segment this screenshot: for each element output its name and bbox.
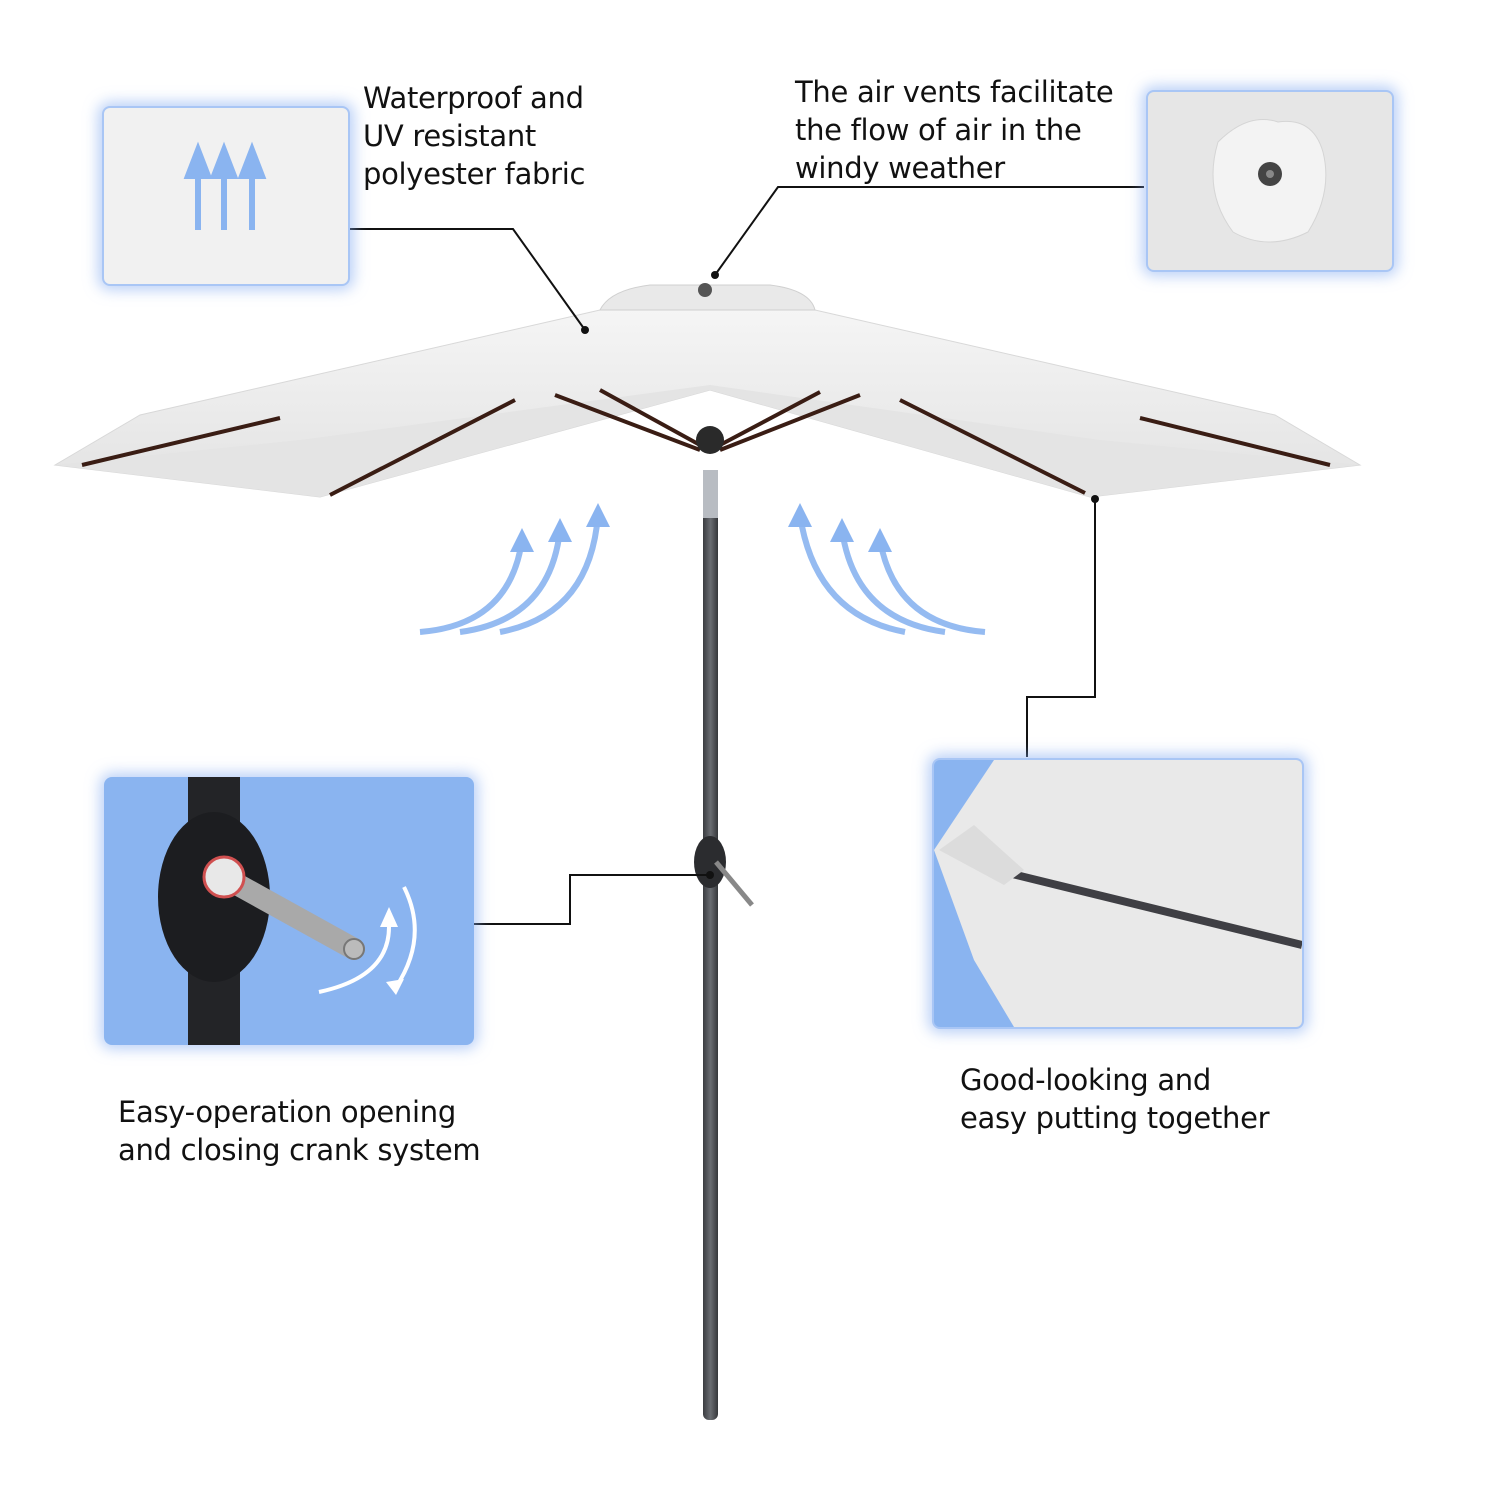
caption-line: the flow of air in the — [795, 113, 1082, 147]
caption-line: Good-looking and — [960, 1063, 1211, 1097]
caption-crank: Easy-operation opening and closing crank… — [118, 1093, 481, 1169]
caption-line: polyester fabric — [363, 157, 586, 191]
airflow-arrows — [419, 514, 986, 635]
umbrella-pole — [703, 470, 718, 1420]
up-arrows-icon — [183, 141, 267, 230]
pole-chrome-sleeve — [703, 470, 718, 518]
airflow-arrowheads — [510, 503, 892, 552]
crank-housing — [694, 836, 726, 888]
rib-detail-box — [932, 758, 1304, 1029]
leader-lines — [346, 186, 1144, 925]
rib-closeup — [934, 760, 1302, 1027]
hub — [696, 426, 724, 454]
leader-dots — [581, 271, 1099, 879]
caption-line: easy putting together — [960, 1101, 1270, 1135]
air-vent-detail-box — [1146, 90, 1394, 272]
caption-vents: The air vents facilitate the flow of air… — [795, 73, 1114, 187]
vent-closeup — [1212, 119, 1327, 243]
vent-cap — [698, 283, 712, 297]
caption-ribs: Good-looking and easy putting together — [960, 1061, 1270, 1137]
crank-detail-box — [104, 777, 474, 1045]
fabric-detail-box — [102, 106, 350, 286]
crank-handle — [714, 860, 754, 907]
caption-line: UV resistant — [363, 119, 536, 153]
caption-line: Waterproof and — [363, 81, 584, 115]
caption-fabric: Waterproof and UV resistant polyester fa… — [363, 79, 585, 193]
caption-line: and closing crank system — [118, 1133, 481, 1167]
caption-line: windy weather — [795, 151, 1005, 185]
caption-line: Easy-operation opening — [118, 1095, 456, 1129]
crank-closeup — [158, 777, 417, 1045]
air-vent-top — [599, 284, 816, 311]
umbrella-ribs — [81, 388, 1331, 497]
caption-line: The air vents facilitate — [795, 75, 1114, 109]
